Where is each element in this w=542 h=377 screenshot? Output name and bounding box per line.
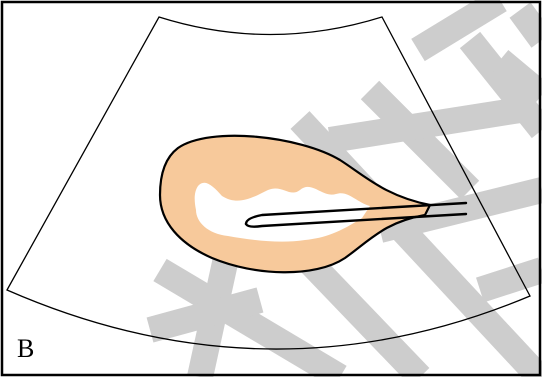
panel-label: B xyxy=(17,334,35,363)
echo-band xyxy=(194,182,370,242)
needle-icon xyxy=(244,201,468,228)
ultrasound-sector xyxy=(6,16,531,350)
